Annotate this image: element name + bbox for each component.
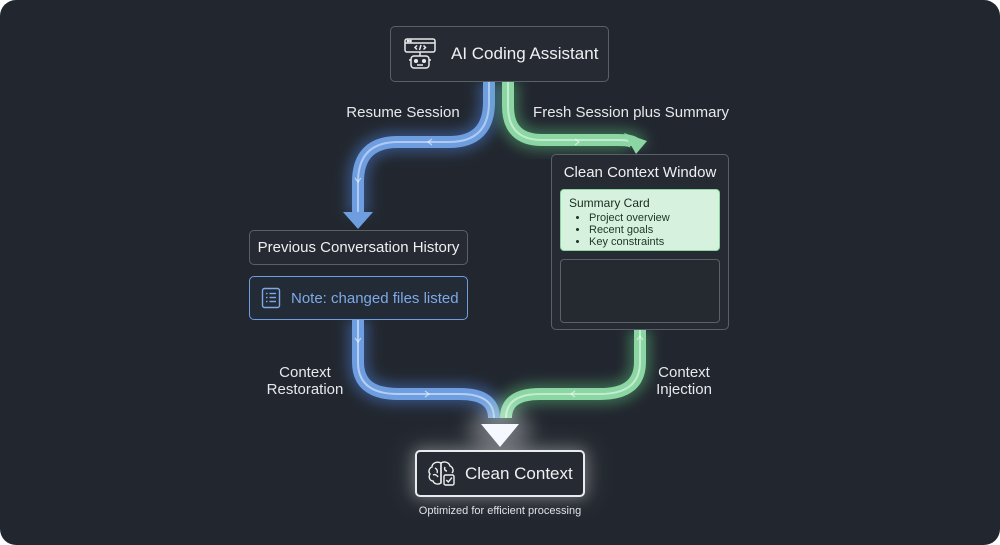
blue-flow-top-core <box>357 82 490 214</box>
previous-conversation-history-title: Previous Conversation History <box>257 239 460 256</box>
context-injection-label: Context Injection <box>638 364 730 398</box>
summary-item: Project overview <box>589 212 711 224</box>
clean-context-window-title: Clean Context Window <box>563 164 717 181</box>
summary-item: Recent goals <box>589 224 711 236</box>
context-restoration-line-2: Restoration <box>266 381 344 398</box>
summary-card-list: Project overview Recent goals Key constr… <box>569 212 711 248</box>
blue-arrowhead-top <box>343 212 373 229</box>
context-injection-line-2: Injection <box>656 381 712 398</box>
blue-flow-glow-bottom <box>347 320 505 419</box>
summary-item: Key constraints <box>589 236 711 248</box>
context-restoration-line-1: Context <box>279 364 331 381</box>
green-arrowhead-top <box>624 133 647 154</box>
resume-session-label: Resume Session <box>346 104 460 121</box>
merge-arrowhead <box>481 424 519 447</box>
previous-conversation-history-node: Previous Conversation History <box>249 230 468 265</box>
green-flow-bottom-core <box>505 330 641 419</box>
clean-context-node: Clean Context <box>415 450 585 497</box>
empty-context-area <box>560 259 720 323</box>
brain-check-icon <box>427 459 457 489</box>
ai-coding-assistant-node: AI Coding Assistant <box>390 26 609 82</box>
robot-code-icon <box>403 37 437 71</box>
summary-card-title: Summary Card <box>569 196 650 210</box>
clean-context-window-node: Clean Context Window Summary Card Projec… <box>551 154 729 330</box>
context-restoration-label: Context Restoration <box>255 364 355 398</box>
clean-context-title: Clean Context <box>465 463 573 483</box>
blue-flow-bottom-core <box>357 320 495 419</box>
changed-files-note-text: Note: changed files listed <box>291 289 459 307</box>
list-icon <box>260 287 282 309</box>
flow-chevrons <box>354 138 644 398</box>
clean-context-caption: Optimized for efficient processing <box>418 505 582 517</box>
context-injection-line-1: Context <box>658 364 710 381</box>
ai-coding-assistant-title: AI Coding Assistant <box>451 44 599 63</box>
summary-card: Summary Card Project overview Recent goa… <box>560 189 720 251</box>
green-flow-glow-bottom <box>495 330 651 419</box>
changed-files-note: Note: changed files listed <box>249 276 468 320</box>
fresh-session-label: Fresh Session plus Summary <box>533 104 729 121</box>
